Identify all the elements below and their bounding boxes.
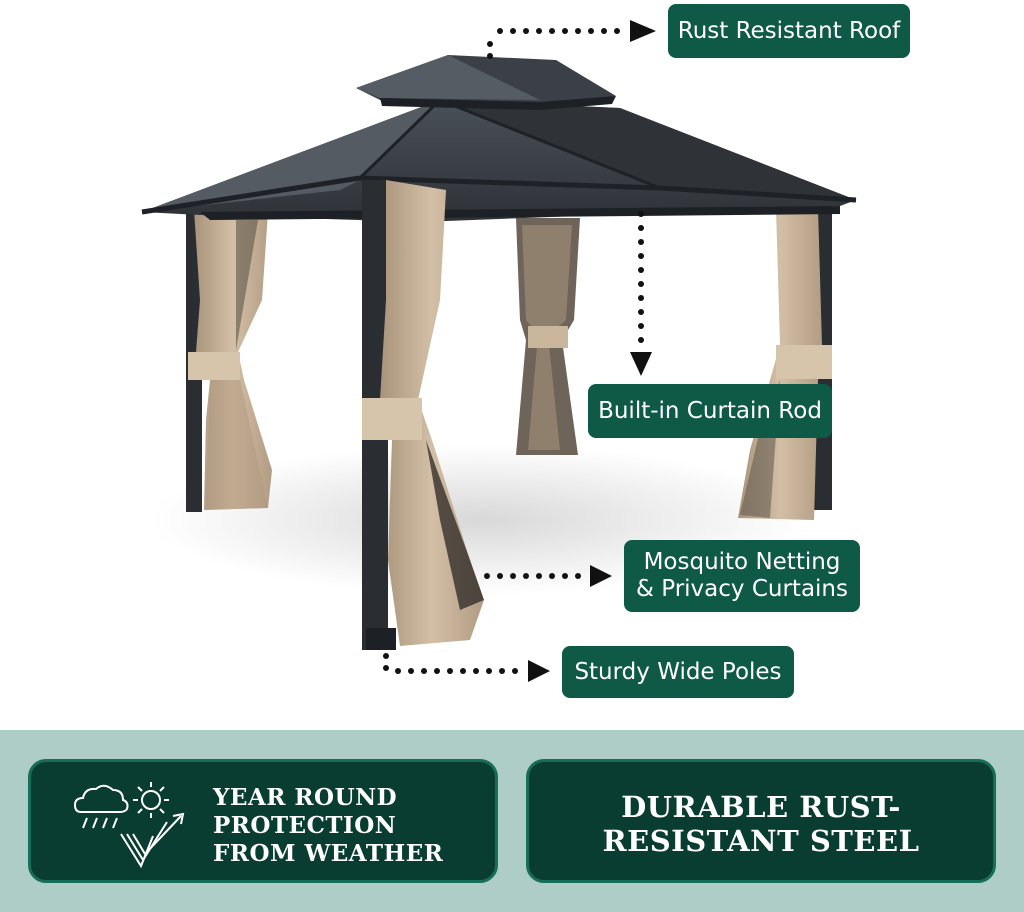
rod-arrow — [630, 211, 652, 376]
feature-steel-line2: RESISTANT STEEL — [602, 824, 920, 858]
callout-arrows — [383, 20, 656, 682]
feature-card-steel: DURABLE RUST- RESISTANT STEEL — [526, 759, 996, 883]
feature-band: YEAR ROUND PROTECTION FROM WEATHER DURAB… — [0, 730, 1024, 912]
right-curtain — [738, 208, 832, 520]
left-curtain — [188, 210, 272, 510]
callout-sturdy-poles: Sturdy Wide Poles — [562, 646, 794, 698]
feature-weather-line1: YEAR ROUND — [213, 784, 398, 811]
roof-arrow — [487, 20, 656, 59]
feature-weather-line2: PROTECTION — [213, 812, 397, 839]
feature-card-weather: YEAR ROUND PROTECTION FROM WEATHER — [28, 759, 498, 883]
callout-poles-text: Sturdy Wide Poles — [574, 658, 782, 685]
callout-curtain-rod: Built-in Curtain Rod — [588, 384, 832, 438]
feature-weather-line3: FROM WEATHER — [213, 840, 444, 867]
front-pole-curtain — [362, 180, 484, 650]
callout-netting-line2: & Privacy Curtains — [636, 576, 848, 602]
callout-rust-resistant-roof: Rust Resistant Roof — [668, 4, 910, 58]
feature-steel-line1: DURABLE RUST- — [621, 790, 901, 824]
poles-arrow — [383, 653, 550, 682]
roof — [141, 55, 857, 222]
netting-arrow — [484, 565, 612, 587]
back-curtain — [516, 218, 580, 455]
feature-steel-text: DURABLE RUST- RESISTANT STEEL — [529, 790, 993, 858]
callout-rod-text: Built-in Curtain Rod — [598, 397, 822, 424]
callout-netting-line1: Mosquito Netting — [643, 549, 841, 575]
callout-mosquito-netting: Mosquito Netting & Privacy Curtains — [624, 540, 860, 612]
weather-icon — [73, 782, 185, 869]
callout-roof-text: Rust Resistant Roof — [677, 17, 901, 44]
feature-weather-text: YEAR ROUND PROTECTION FROM WEATHER — [213, 784, 443, 868]
gazebo-illustration — [141, 20, 857, 682]
